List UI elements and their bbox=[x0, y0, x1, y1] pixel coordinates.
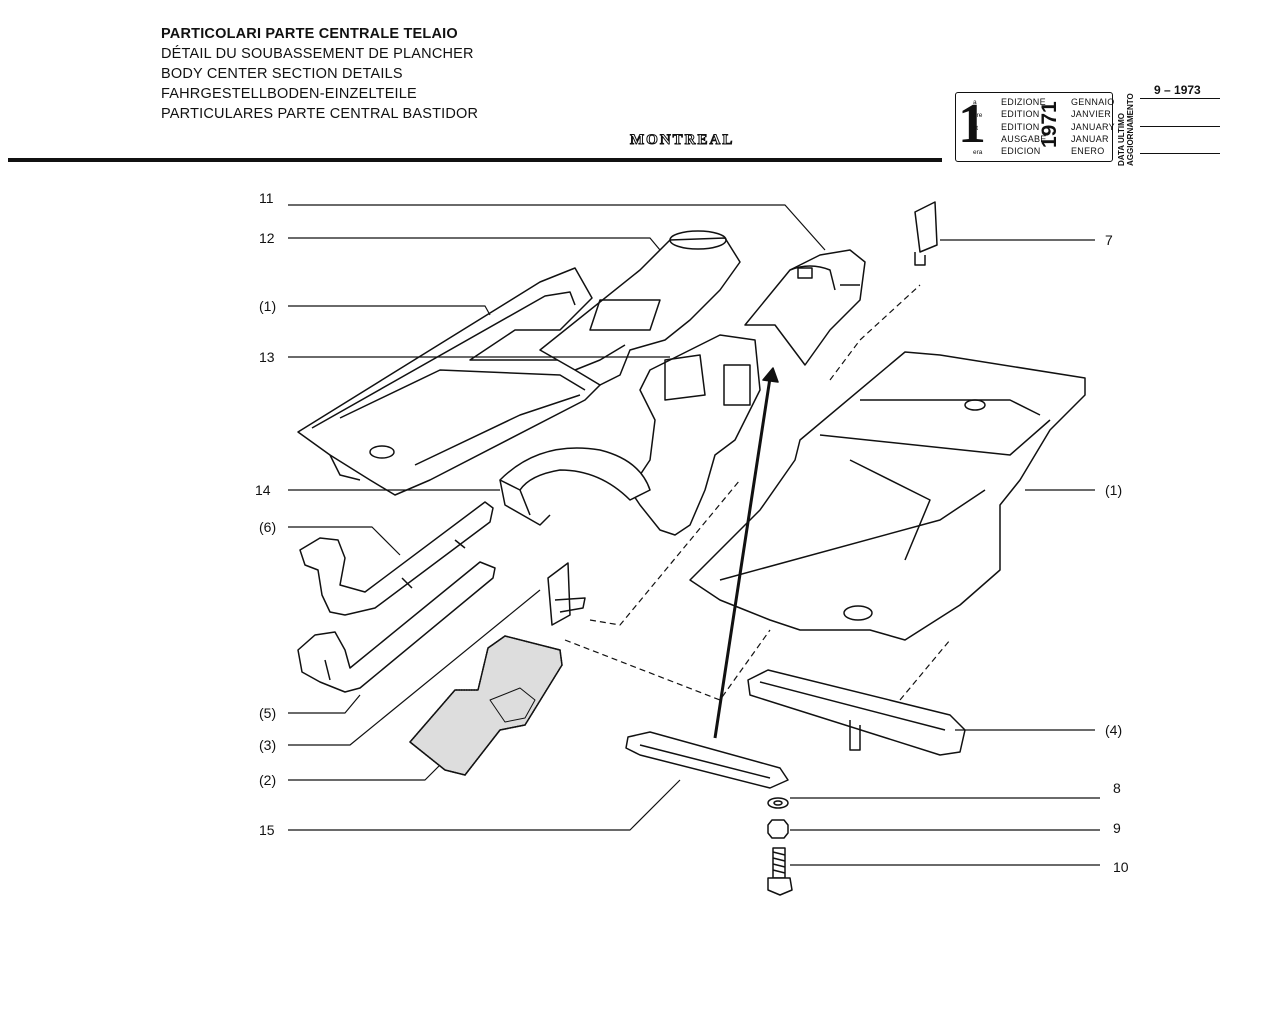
title-french: DÉTAIL DU SOUBASSEMENT DE PLANCHER bbox=[161, 46, 474, 62]
edition-number: 1 bbox=[958, 93, 986, 155]
callout-13: 13 bbox=[259, 349, 275, 365]
callout-3: (3) bbox=[259, 737, 277, 753]
mounting-bracket-part bbox=[547, 562, 586, 626]
edition-sup-es: era bbox=[973, 149, 983, 156]
title-english: BODY CENTER SECTION DETAILS bbox=[161, 66, 403, 82]
callout-9: 9 bbox=[1113, 820, 1121, 836]
edition-word-it: EDIZIONE bbox=[1001, 97, 1046, 107]
edition-word-fr: EDITION bbox=[1001, 109, 1040, 119]
cross-member-part bbox=[747, 669, 966, 756]
callout-4: (4) bbox=[1105, 722, 1123, 738]
edition-sup-it: a bbox=[973, 99, 977, 106]
callout-10: 10 bbox=[1113, 859, 1129, 875]
update-line-3 bbox=[1140, 153, 1220, 154]
edition-month-es: ENERO bbox=[1071, 146, 1105, 156]
sill-part-5 bbox=[297, 561, 496, 693]
edition-sup-en: st bbox=[973, 125, 979, 132]
callout-12: 12 bbox=[259, 230, 275, 246]
edition-word-de: AUSGABE bbox=[1001, 134, 1047, 144]
callout-1-right: (1) bbox=[1105, 482, 1123, 498]
cross-plate-part bbox=[625, 731, 789, 789]
callout-2: (2) bbox=[259, 772, 277, 788]
edition-month-fr: JANVIER bbox=[1071, 109, 1112, 119]
callout-8: 8 bbox=[1113, 780, 1121, 796]
edition-month-it: GENNAIO bbox=[1071, 97, 1115, 107]
leader-lines bbox=[288, 204, 1100, 866]
edition-word-en: EDITION bbox=[1001, 122, 1040, 132]
title-german: FAHRGESTELLBODEN-EINZELTEILE bbox=[161, 86, 417, 102]
update-line-1 bbox=[1140, 98, 1220, 99]
title-spanish: PARTICULARES PARTE CENTRAL BASTIDOR bbox=[161, 106, 479, 122]
floor-mat-part bbox=[409, 635, 563, 776]
brand-logo: MONTREAL bbox=[629, 132, 735, 149]
callout-1-left: (1) bbox=[259, 298, 277, 314]
edition-month-de: JANUAR bbox=[1071, 134, 1109, 144]
title-italian: PARTICOLARI PARTE CENTRALE TELAIO bbox=[161, 26, 458, 42]
nut-part bbox=[767, 819, 789, 839]
bolt-part bbox=[767, 847, 793, 896]
callout-6: (6) bbox=[259, 519, 277, 535]
callout-5: (5) bbox=[259, 705, 277, 721]
washer-part bbox=[767, 797, 789, 809]
center-tunnel-part bbox=[539, 230, 741, 386]
update-line-2 bbox=[1140, 126, 1220, 127]
clip-part bbox=[914, 201, 938, 266]
assembly-arrow bbox=[713, 377, 772, 739]
arrow-head-icon bbox=[762, 367, 779, 383]
tunnel-cover-part bbox=[744, 249, 866, 366]
header-rule bbox=[8, 158, 942, 162]
edition-month-en: JANUARY bbox=[1071, 122, 1115, 132]
title-block: PARTICOLARI PARTE CENTRALE TELAIO DÉTAIL… bbox=[161, 24, 478, 124]
callout-15: 15 bbox=[259, 822, 275, 838]
sill-part-6 bbox=[299, 501, 494, 616]
edition-sup-de: . bbox=[973, 137, 975, 144]
edition-box bbox=[955, 92, 1113, 162]
callout-7: 7 bbox=[1105, 232, 1113, 248]
last-update-date: 9 – 1973 bbox=[1154, 83, 1201, 97]
callout-11: 11 bbox=[259, 190, 274, 206]
edition-sup-fr: ère bbox=[973, 112, 983, 119]
left-floor-pan-part bbox=[297, 267, 606, 496]
center-bracket-part bbox=[499, 334, 761, 536]
callout-14: 14 bbox=[255, 482, 271, 498]
right-floor-pan-part bbox=[689, 351, 1086, 641]
edition-word-es: EDICION bbox=[1001, 146, 1041, 156]
